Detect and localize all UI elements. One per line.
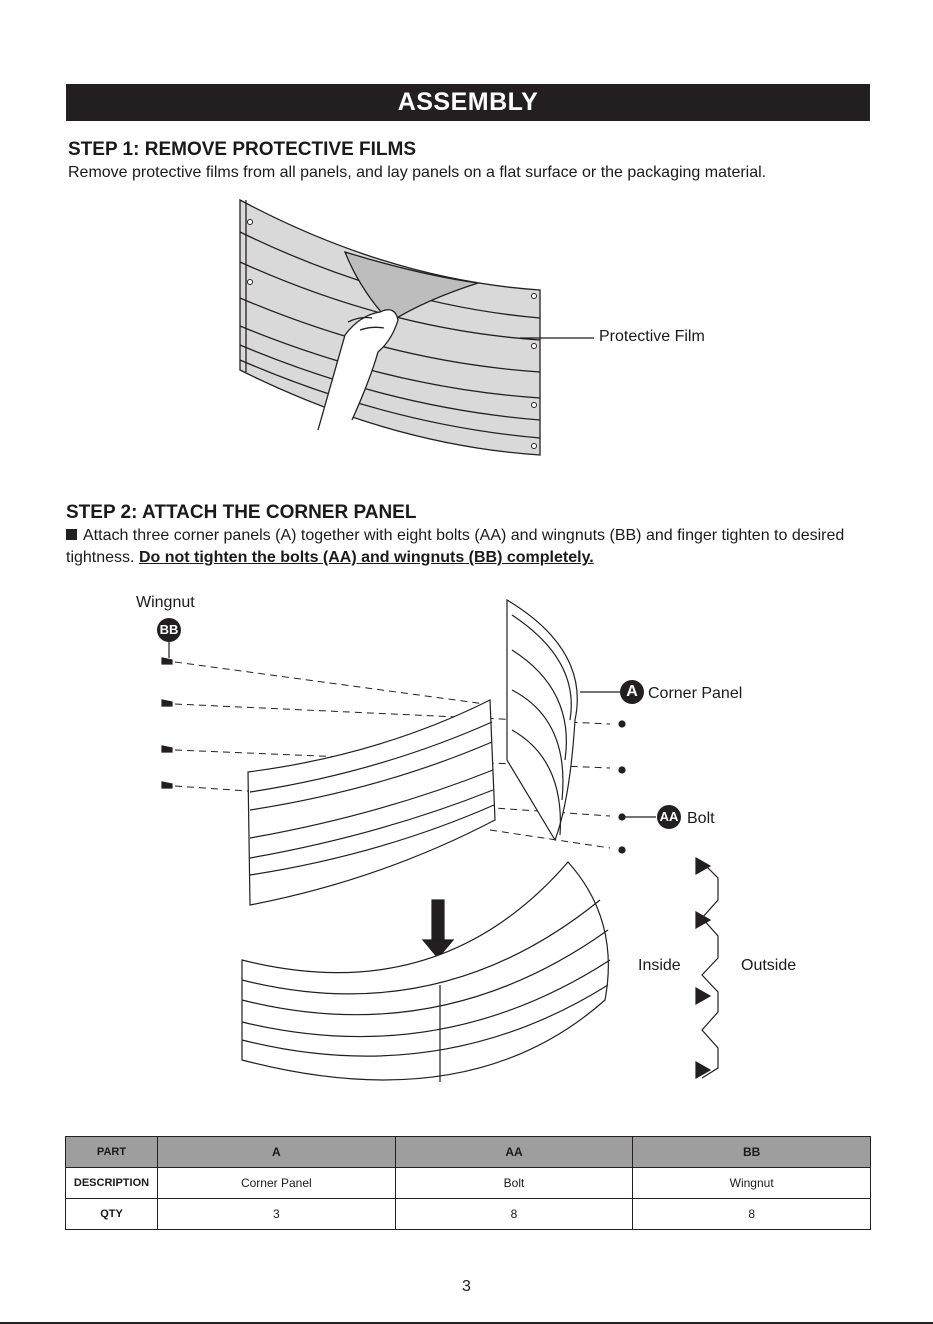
table-header-cell: BB	[633, 1137, 871, 1168]
table-cell: Wingnut	[633, 1168, 871, 1199]
wingnut-code-badge: BB	[157, 618, 181, 642]
table-row: DESCRIPTION Corner Panel Bolt Wingnut	[66, 1168, 871, 1199]
table-cell: 3	[158, 1199, 396, 1230]
bolt-code-badge: AA	[657, 805, 681, 829]
inside-label: Inside	[638, 957, 681, 975]
table-cell: 8	[395, 1199, 633, 1230]
parts-table: PART A AA BB DESCRIPTION Corner Panel Bo…	[65, 1136, 871, 1230]
table-cell: Corner Panel	[158, 1168, 396, 1199]
table-header-cell: AA	[395, 1137, 633, 1168]
corner-panel-code-badge: A	[620, 680, 644, 704]
outside-label: Outside	[741, 957, 796, 975]
table-row-header: QTY	[66, 1199, 158, 1230]
table-header-cell: A	[158, 1137, 396, 1168]
page-number: 3	[0, 1278, 933, 1296]
table-header-row: PART A AA BB	[66, 1137, 871, 1168]
table-cell: 8	[633, 1199, 871, 1230]
bolt-label: Bolt	[687, 810, 715, 828]
wingnut-label: Wingnut	[136, 594, 195, 612]
corner-panel-label: Corner Panel	[648, 685, 742, 703]
table-header-cell: PART	[66, 1137, 158, 1168]
table-cell: Bolt	[395, 1168, 633, 1199]
table-row: QTY 3 8 8	[66, 1199, 871, 1230]
table-row-header: DESCRIPTION	[66, 1168, 158, 1199]
